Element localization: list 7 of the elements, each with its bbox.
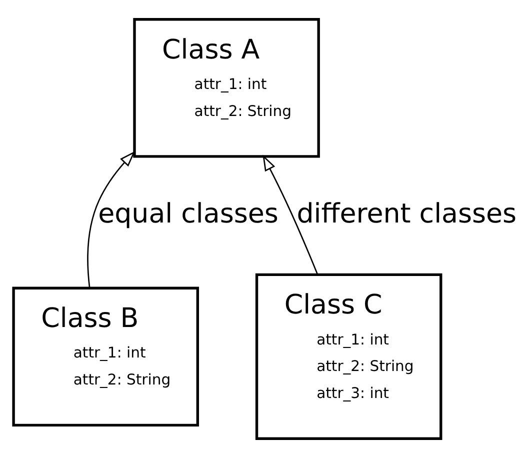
edge-label: different classes xyxy=(296,198,517,229)
node-box: Class B attr_1: int attr_2: String xyxy=(12,286,199,426)
arrow xyxy=(262,154,318,274)
arrow xyxy=(87,150,136,288)
node-box: Class A attr_1: int attr_2: String xyxy=(133,18,320,158)
node-box: Class C attr_1: int attr_2: String attr_3: int xyxy=(255,272,442,440)
edge-label: equal classes xyxy=(98,198,278,229)
